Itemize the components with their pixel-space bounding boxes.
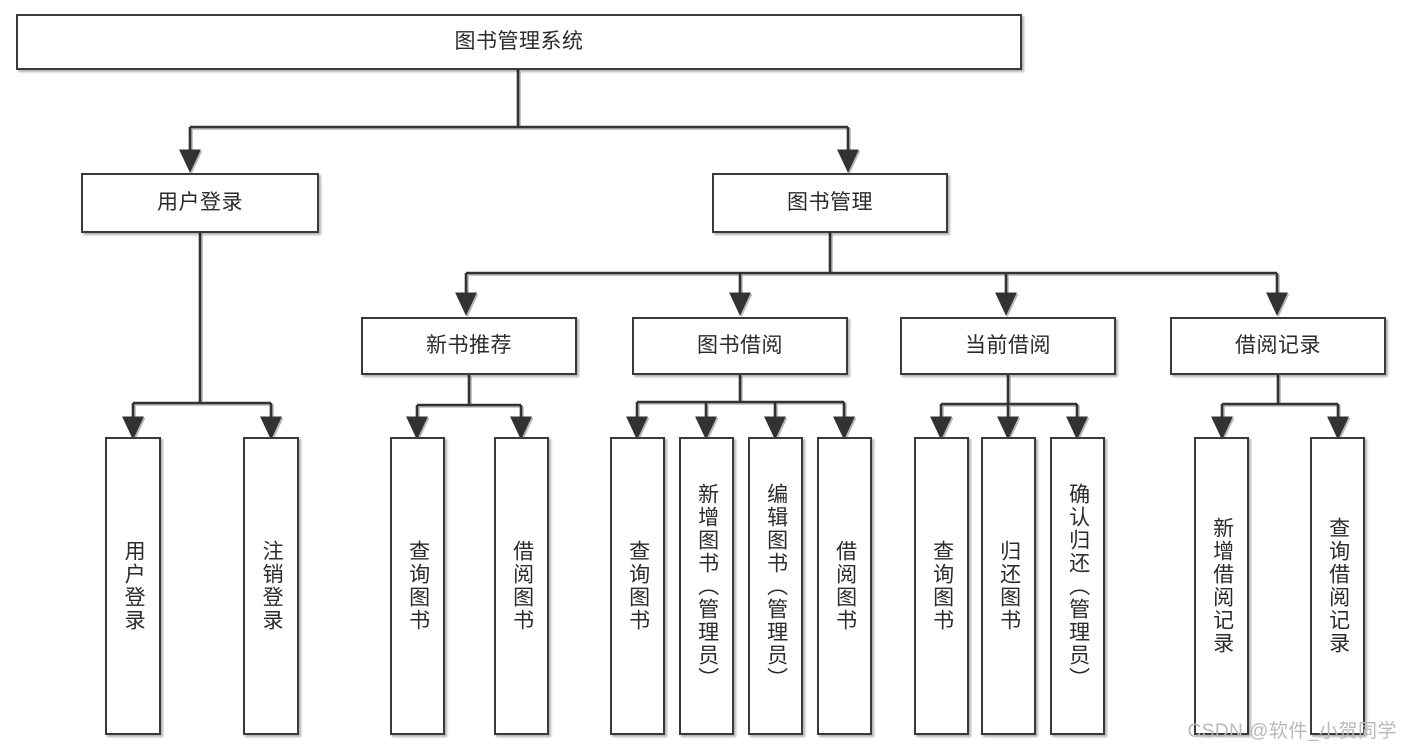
csdn-watermark: CSDN @软件_小贺同学 <box>1187 721 1397 742</box>
leaf-label: 借阅图书 <box>833 540 857 632</box>
leaf-label: 查询图书 <box>626 540 650 632</box>
node-user-login[interactable]: 用户登录 <box>81 173 319 233</box>
node-book-borrow[interactable]: 图书借阅 <box>632 317 848 375</box>
leaf-label: 查询图书 <box>930 540 954 632</box>
leaf-label: 用户登录 <box>122 540 146 632</box>
leaf-label: 新增图书（管理员） <box>695 482 719 690</box>
node-book-manage[interactable]: 图书管理 <box>712 173 948 233</box>
node-leaf-return-book[interactable]: 归还图书 <box>981 437 1036 735</box>
leaf-label: 查询图书 <box>406 540 430 632</box>
node-leaf-edit-book-admin[interactable]: 编辑图书（管理员） <box>748 437 803 735</box>
node-leaf-confirm-return-admin[interactable]: 确认归还（管理员） <box>1050 437 1105 735</box>
node-leaf-query-book-2[interactable]: 查询图书 <box>610 437 665 735</box>
leaf-label: 编辑图书（管理员） <box>764 482 788 690</box>
node-root-system[interactable]: 图书管理系统 <box>16 14 1022 70</box>
leaf-label: 借阅图书 <box>510 540 534 632</box>
leaf-label: 查询借阅记录 <box>1326 517 1350 655</box>
leaf-label: 注销登录 <box>260 540 284 632</box>
node-leaf-borrow-book-2[interactable]: 借阅图书 <box>817 437 872 735</box>
node-borrow-record[interactable]: 借阅记录 <box>1170 317 1386 375</box>
leaf-label: 归还图书 <box>997 540 1021 632</box>
node-leaf-query-borrow-record[interactable]: 查询借阅记录 <box>1310 437 1365 735</box>
node-leaf-add-borrow-record[interactable]: 新增借阅记录 <box>1194 437 1249 735</box>
node-current-borrow[interactable]: 当前借阅 <box>900 317 1116 375</box>
node-new-book-recommend[interactable]: 新书推荐 <box>361 317 577 375</box>
leaf-label: 确认归还（管理员） <box>1066 482 1090 690</box>
node-leaf-add-book-admin[interactable]: 新增图书（管理员） <box>679 437 734 735</box>
node-leaf-query-book-1[interactable]: 查询图书 <box>390 437 445 735</box>
node-leaf-user-login[interactable]: 用户登录 <box>105 437 161 735</box>
leaf-label: 新增借阅记录 <box>1210 517 1234 655</box>
node-leaf-logout-login[interactable]: 注销登录 <box>243 437 299 735</box>
node-leaf-query-book-3[interactable]: 查询图书 <box>914 437 969 735</box>
node-leaf-borrow-book-1[interactable]: 借阅图书 <box>494 437 549 735</box>
